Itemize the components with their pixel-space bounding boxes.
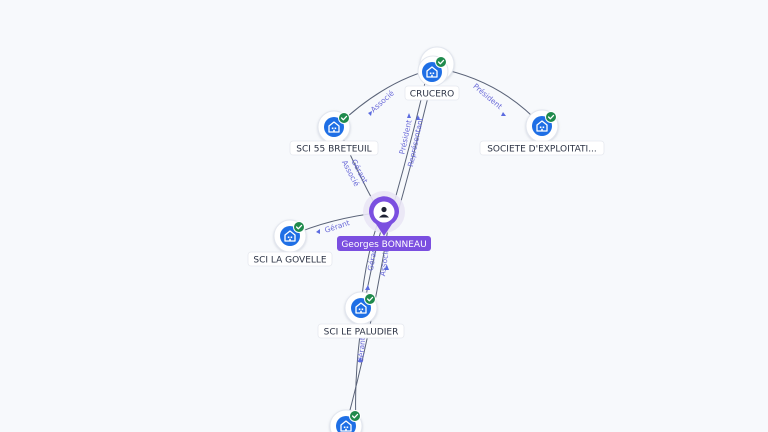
edge-label-crucero-societe: Président xyxy=(471,82,504,111)
person-label: Georges BONNEAU xyxy=(341,240,426,250)
person-icon xyxy=(379,206,389,218)
arrow-marker xyxy=(365,285,370,290)
company-label-sci-la-govelle: SCI LA GOVELLE xyxy=(253,256,327,266)
arrow-marker xyxy=(384,265,389,270)
arrow-marker xyxy=(416,115,420,120)
edge-label-person-bottom-gerant: Gérant xyxy=(356,337,367,364)
company-label-societe-exploitation: SOCIETE D'EXPLOITATI... xyxy=(487,145,597,155)
edge-label-person-bottom-associe: Associé xyxy=(378,247,391,277)
company-node-crucero[interactable]: CRUCERO xyxy=(404,46,460,101)
company-label-sci-le-paludier: SCI LE PALUDIER xyxy=(324,328,399,338)
company-node-sci-le-paludier[interactable]: SCI LE PALUDIER xyxy=(317,291,405,339)
edge-label-person-paludier-gerant: Gérant xyxy=(366,245,379,272)
company-node-bottom[interactable] xyxy=(329,409,363,432)
verified-badge-icon xyxy=(349,410,361,422)
company-label-crucero: CRUCERO xyxy=(410,90,454,100)
company-node-sci-la-govelle[interactable]: SCI LA GOVELLE xyxy=(247,219,333,267)
verified-badge-icon xyxy=(364,293,376,305)
company-node-sci-55-breteuil[interactable]: SCI 55 BRETEUIL xyxy=(289,110,379,156)
arrow-marker xyxy=(368,111,372,116)
verified-badge-icon xyxy=(545,111,557,123)
verified-badge-icon xyxy=(435,56,447,68)
verified-badge-icon xyxy=(293,221,305,233)
company-label-sci-55-breteuil: SCI 55 BRETEUIL xyxy=(296,145,371,155)
arrow-marker xyxy=(358,357,363,362)
company-node-societe-exploitation[interactable]: SOCIETE D'EXPLOITATI... xyxy=(479,109,605,156)
edge-label-person-govelle: Gérant xyxy=(323,218,350,235)
arrow-marker xyxy=(316,229,320,234)
verified-badge-icon xyxy=(338,112,350,124)
arrow-marker xyxy=(501,112,506,116)
arrow-marker xyxy=(407,113,411,118)
person-node-georges-bonneau[interactable]: Georges BONNEAU xyxy=(337,191,431,251)
edge-label-breteuil-crucero: Associé xyxy=(369,88,396,114)
